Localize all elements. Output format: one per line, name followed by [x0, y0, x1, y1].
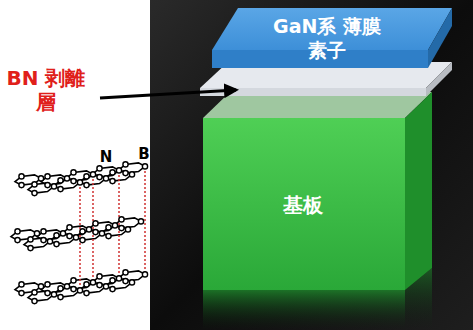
atom: [138, 219, 143, 224]
atom: [58, 178, 63, 183]
atom: [58, 286, 63, 291]
atom: [45, 282, 50, 287]
atom: [123, 171, 128, 176]
atom: [64, 176, 69, 181]
atom: [73, 235, 78, 240]
substrate-side: [405, 92, 432, 290]
substrate-box: 基板: [208, 150, 398, 260]
atom: [99, 231, 104, 236]
gan-side: [428, 8, 452, 68]
atom: [32, 290, 37, 295]
atom: [123, 279, 128, 284]
atom: [97, 175, 102, 180]
thin-film-device: GaN系 薄膜素子: [222, 10, 432, 68]
atom: [123, 270, 128, 275]
atom: [41, 229, 46, 234]
node-text: 基板: [218, 193, 388, 218]
bn-layer-side: [426, 62, 452, 96]
atom: [32, 182, 37, 187]
atom: [90, 172, 95, 177]
atom: [116, 276, 121, 281]
atom: [38, 284, 43, 289]
atom: [32, 191, 37, 196]
atom: [80, 238, 85, 243]
atom: [110, 287, 115, 292]
atom: [110, 170, 115, 175]
atom: [86, 227, 91, 232]
atom: [77, 288, 82, 293]
atom: [103, 176, 108, 181]
atom: [71, 287, 76, 292]
atom: [142, 272, 147, 277]
atom: [58, 295, 63, 300]
atom: [19, 282, 24, 287]
atom: [77, 180, 82, 185]
atom: [84, 183, 89, 188]
atom: [129, 172, 134, 177]
atom: [47, 239, 52, 244]
atom: [103, 284, 108, 289]
atom: [51, 292, 56, 297]
atom-label: N: [96, 148, 116, 166]
atom: [54, 233, 59, 238]
atom: [41, 238, 46, 243]
atom: [51, 184, 56, 189]
atom: [45, 174, 50, 179]
atom: [71, 179, 76, 184]
atom: [84, 291, 89, 296]
atom: [84, 174, 89, 179]
atom: [142, 164, 147, 169]
substrate-reflection: [203, 290, 405, 330]
atom: [90, 280, 95, 285]
atom: [15, 229, 20, 234]
atom: [97, 283, 102, 288]
atom: [123, 162, 128, 167]
atom: [97, 274, 102, 279]
leader-arrow: [100, 90, 236, 98]
atom: [19, 183, 24, 188]
substrate-front: [203, 118, 405, 290]
atom: [19, 174, 24, 179]
atom: [80, 229, 85, 234]
node-text: GaN系 薄膜素子: [272, 15, 382, 63]
atom: [110, 278, 115, 283]
stacking-line: [144, 167, 146, 277]
bn-lattice: [11, 162, 148, 304]
atom: [34, 231, 39, 236]
atom: [93, 221, 98, 226]
atom: [106, 234, 111, 239]
atom: [45, 183, 50, 188]
atom: [110, 179, 115, 184]
atom: [97, 166, 102, 171]
atom: [15, 238, 20, 243]
atom: [38, 176, 43, 181]
atom-label: B: [134, 145, 154, 163]
atom: [71, 278, 76, 283]
atom: [64, 284, 69, 289]
atom: [112, 223, 117, 228]
atom: [116, 168, 121, 173]
atom: [125, 227, 130, 232]
atom: [60, 231, 65, 236]
atom: [54, 242, 59, 247]
atom: [129, 280, 134, 285]
atom: [28, 237, 33, 242]
atom: [84, 282, 89, 287]
atom: [106, 225, 111, 230]
atom: [71, 170, 76, 175]
atom: [67, 225, 72, 230]
atom: [119, 217, 124, 222]
atom: [93, 230, 98, 235]
atom: [67, 234, 72, 239]
atom: [45, 291, 50, 296]
atom: [119, 226, 124, 231]
atom: [28, 246, 33, 251]
dark-backdrop: [150, 0, 473, 330]
atom: [19, 291, 24, 296]
atom: [32, 299, 37, 304]
layer-label: BN 剥離層: [6, 66, 86, 114]
atom: [58, 187, 63, 192]
